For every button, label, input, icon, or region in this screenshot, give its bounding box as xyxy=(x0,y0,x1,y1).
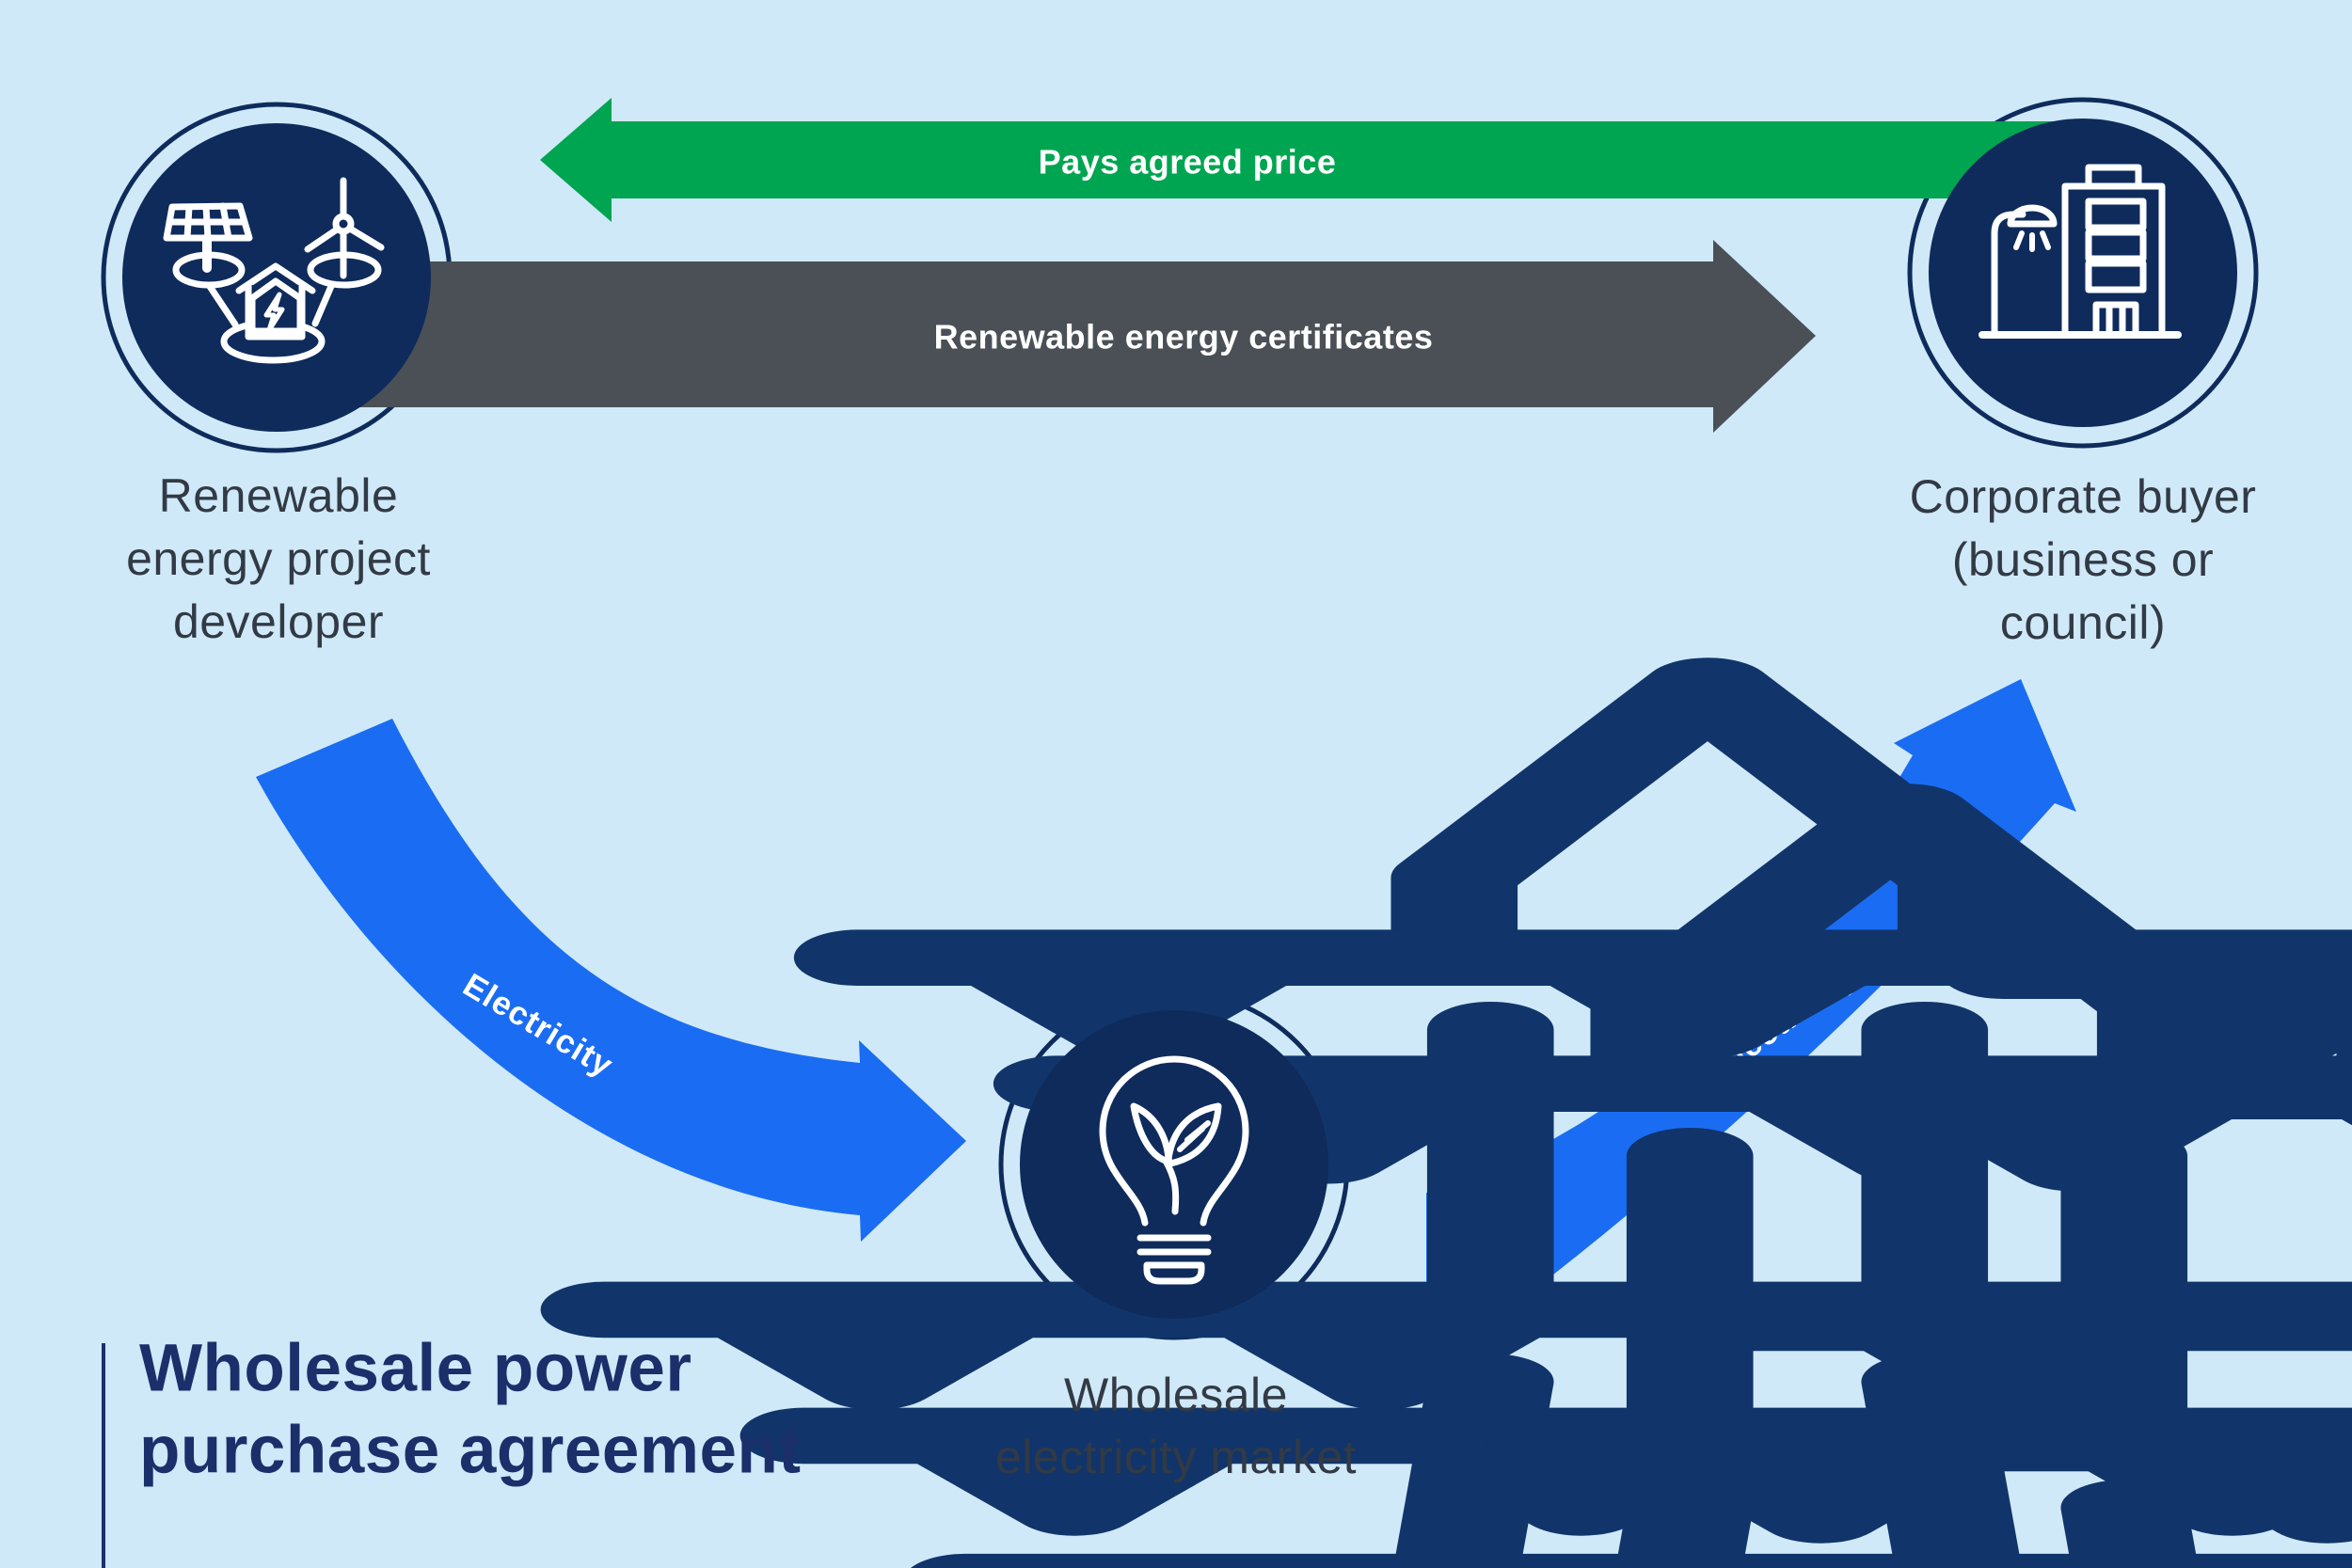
green-left-arrow-shape xyxy=(540,98,2098,222)
developer-node xyxy=(122,123,431,432)
buyer-label: Corporate buyer (business or council) xyxy=(1910,470,2257,649)
building-streetlamp-icon xyxy=(1979,164,2182,339)
gray-right-arrow-shape xyxy=(226,240,1816,433)
buyer-label-line: council) xyxy=(2000,596,2166,649)
market-node xyxy=(1020,1010,1328,1319)
market-node-ring xyxy=(998,989,1350,1340)
buyer-node-ring xyxy=(1907,97,2259,449)
solar-wind-house-icon xyxy=(163,177,385,364)
buyer-node-circle xyxy=(1929,119,2237,427)
developer-label-line: developer xyxy=(173,595,384,648)
certificates-label: Renewable energy certificates xyxy=(934,318,1434,356)
developer-label: Renewable energy project developer xyxy=(126,469,431,648)
pays-agreed-price-label: Pays agreed price xyxy=(1039,143,1337,182)
buyer-label-line: Corporate buyer xyxy=(1910,470,2257,523)
blue-curved-arrow-left xyxy=(256,719,966,1242)
developer-label-line: Renewable xyxy=(159,469,399,522)
buyer-node xyxy=(1929,119,2237,427)
developer-label-line: energy project xyxy=(126,532,431,585)
page-title-line: purchase agreement xyxy=(139,1414,802,1488)
title-block: Wholesale power purchase agreement xyxy=(102,1332,802,1568)
developer-node-circle xyxy=(122,123,431,432)
market-label-line: electricity market xyxy=(995,1431,1357,1483)
pays-agreed-price-arrow: Pays agreed price xyxy=(540,98,2098,222)
buyer-label-line: (business or xyxy=(1952,533,2214,586)
eco-lightbulb-icon xyxy=(1099,1055,1249,1285)
blue-curved-arrow-right xyxy=(1426,679,2076,1359)
market-label: Wholesale electricity market xyxy=(995,1369,1357,1483)
market-label-line: Wholesale xyxy=(1064,1369,1288,1421)
page-title-line: Wholesale power xyxy=(139,1332,691,1406)
certificates-arrow: Renewable energy certificates xyxy=(226,240,1816,433)
